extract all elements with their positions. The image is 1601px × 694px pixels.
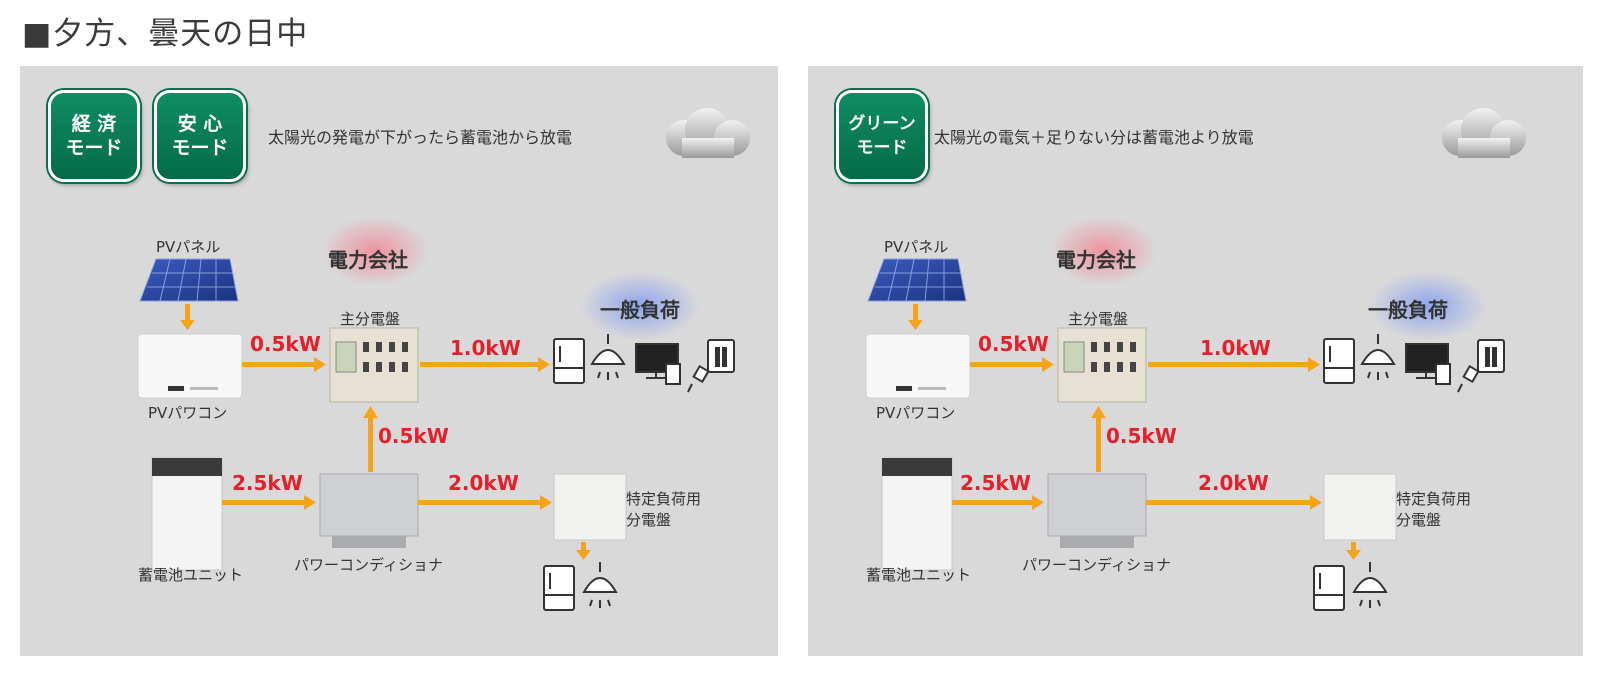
- plug-icon: [687, 364, 710, 393]
- specific-load-board-icon: [553, 473, 627, 541]
- flow-pv-to-main: 0.5kW: [978, 332, 1049, 356]
- specific-board-label-1: 特定負荷用: [626, 490, 702, 508]
- ceiling-lamp-icon: [590, 334, 626, 380]
- ceiling-lamp-icon: [582, 562, 618, 608]
- flow-main-to-load: 1.0kW: [1200, 336, 1271, 360]
- safety-mode-badge: 安 心 モード: [154, 90, 246, 182]
- specific-load-board-icon: [1323, 473, 1397, 541]
- pv-inverter-icon: [865, 333, 971, 399]
- battery-unit-icon: [151, 457, 223, 571]
- cloud-icon: [1442, 108, 1526, 158]
- plug-icon: [1457, 364, 1480, 393]
- power-conditioner-label: パワーコンディショナ: [294, 556, 443, 574]
- refrigerator-icon: [553, 338, 585, 384]
- flow-battery-to-pcs: 2.5kW: [960, 471, 1031, 495]
- main-distribution-board-icon: [329, 327, 419, 403]
- battery-unit-icon: [881, 457, 953, 571]
- green-mode-badge: グリーン モード: [836, 90, 928, 182]
- flow-pcs-to-main: 0.5kW: [1106, 424, 1177, 448]
- badge-line1: 経 済: [71, 113, 117, 135]
- mode-description: 太陽光の発電が下がったら蓄電池から放電: [268, 128, 573, 147]
- power-company-glow: [1048, 216, 1158, 286]
- solar-panel-icon: [867, 258, 967, 302]
- main-distribution-board-icon: [1057, 327, 1147, 403]
- pv-inverter-label: PVパワコン: [876, 404, 956, 422]
- diagram-panel-green: グリーン モード 太陽光の電気＋足りない分は蓄電池より放電: [808, 66, 1583, 656]
- badge-line2: モード: [171, 137, 229, 159]
- ceiling-lamp-icon: [1352, 562, 1388, 608]
- diagram-graphics: [865, 108, 1526, 611]
- battery-label: 蓄電池ユニット: [866, 566, 972, 584]
- power-company-label: 電力会社: [1056, 248, 1136, 272]
- general-load-glow: [580, 271, 700, 341]
- monitor-icon: [1405, 343, 1451, 385]
- badge-line1: グリーン: [848, 114, 916, 134]
- outlet-icon: [1477, 339, 1505, 373]
- specific-board-label-2: 分電盤: [1396, 511, 1442, 529]
- refrigerator-icon: [1323, 338, 1355, 384]
- diagram-graphics: [137, 108, 750, 611]
- main-board-label: 主分電盤: [1068, 310, 1129, 328]
- badge-line2: モード: [65, 137, 123, 159]
- general-load-label: 一般負荷: [1368, 298, 1448, 322]
- outlet-icon: [707, 339, 735, 373]
- flow-pcs-to-specific: 2.0kW: [1198, 471, 1269, 495]
- specific-board-label-1: 特定負荷用: [1396, 490, 1472, 508]
- power-conditioner-label: パワーコンディショナ: [1022, 556, 1171, 574]
- flow-pv-to-main: 0.5kW: [250, 332, 321, 356]
- power-company-glow: [320, 216, 430, 286]
- pv-inverter-icon: [137, 333, 243, 399]
- power-company-label: 電力会社: [328, 248, 408, 272]
- flow-arrows: [908, 304, 1361, 560]
- pv-panel-label: PVパネル: [156, 238, 221, 256]
- battery-label: 蓄電池ユニット: [138, 566, 244, 584]
- power-conditioner-icon: [1047, 473, 1147, 548]
- badge-line2: モード: [856, 138, 908, 158]
- badge-line1: 安 心: [177, 113, 223, 135]
- cloud-icon: [666, 108, 750, 158]
- monitor-icon: [635, 343, 681, 385]
- general-load-label: 一般負荷: [600, 298, 680, 322]
- economy-mode-badge: 経 済 モード: [48, 90, 140, 182]
- refrigerator-icon: [1313, 565, 1345, 611]
- flow-battery-to-pcs: 2.5kW: [232, 471, 303, 495]
- flow-main-to-load: 1.0kW: [450, 336, 521, 360]
- mode-description: 太陽光の電気＋足りない分は蓄電池より放電: [934, 128, 1254, 147]
- pv-inverter-label: PVパワコン: [148, 404, 228, 422]
- flow-pcs-to-main: 0.5kW: [378, 424, 449, 448]
- flow-arrows: [180, 304, 591, 560]
- pv-panel-label: PVパネル: [884, 238, 949, 256]
- refrigerator-icon: [543, 565, 575, 611]
- power-conditioner-icon: [319, 473, 419, 548]
- ceiling-lamp-icon: [1360, 334, 1396, 380]
- page-title: ■夕方、曇天の日中: [22, 16, 309, 52]
- specific-board-label-2: 分電盤: [626, 511, 672, 529]
- general-load-glow: [1368, 271, 1488, 341]
- diagram-panel-economy-safety: 経 済 モード 安 心 モード 太陽光の発電が下がったら蓄電池から放電: [20, 66, 778, 656]
- flow-pcs-to-specific: 2.0kW: [448, 471, 519, 495]
- main-board-label: 主分電盤: [340, 310, 401, 328]
- solar-panel-icon: [139, 258, 239, 302]
